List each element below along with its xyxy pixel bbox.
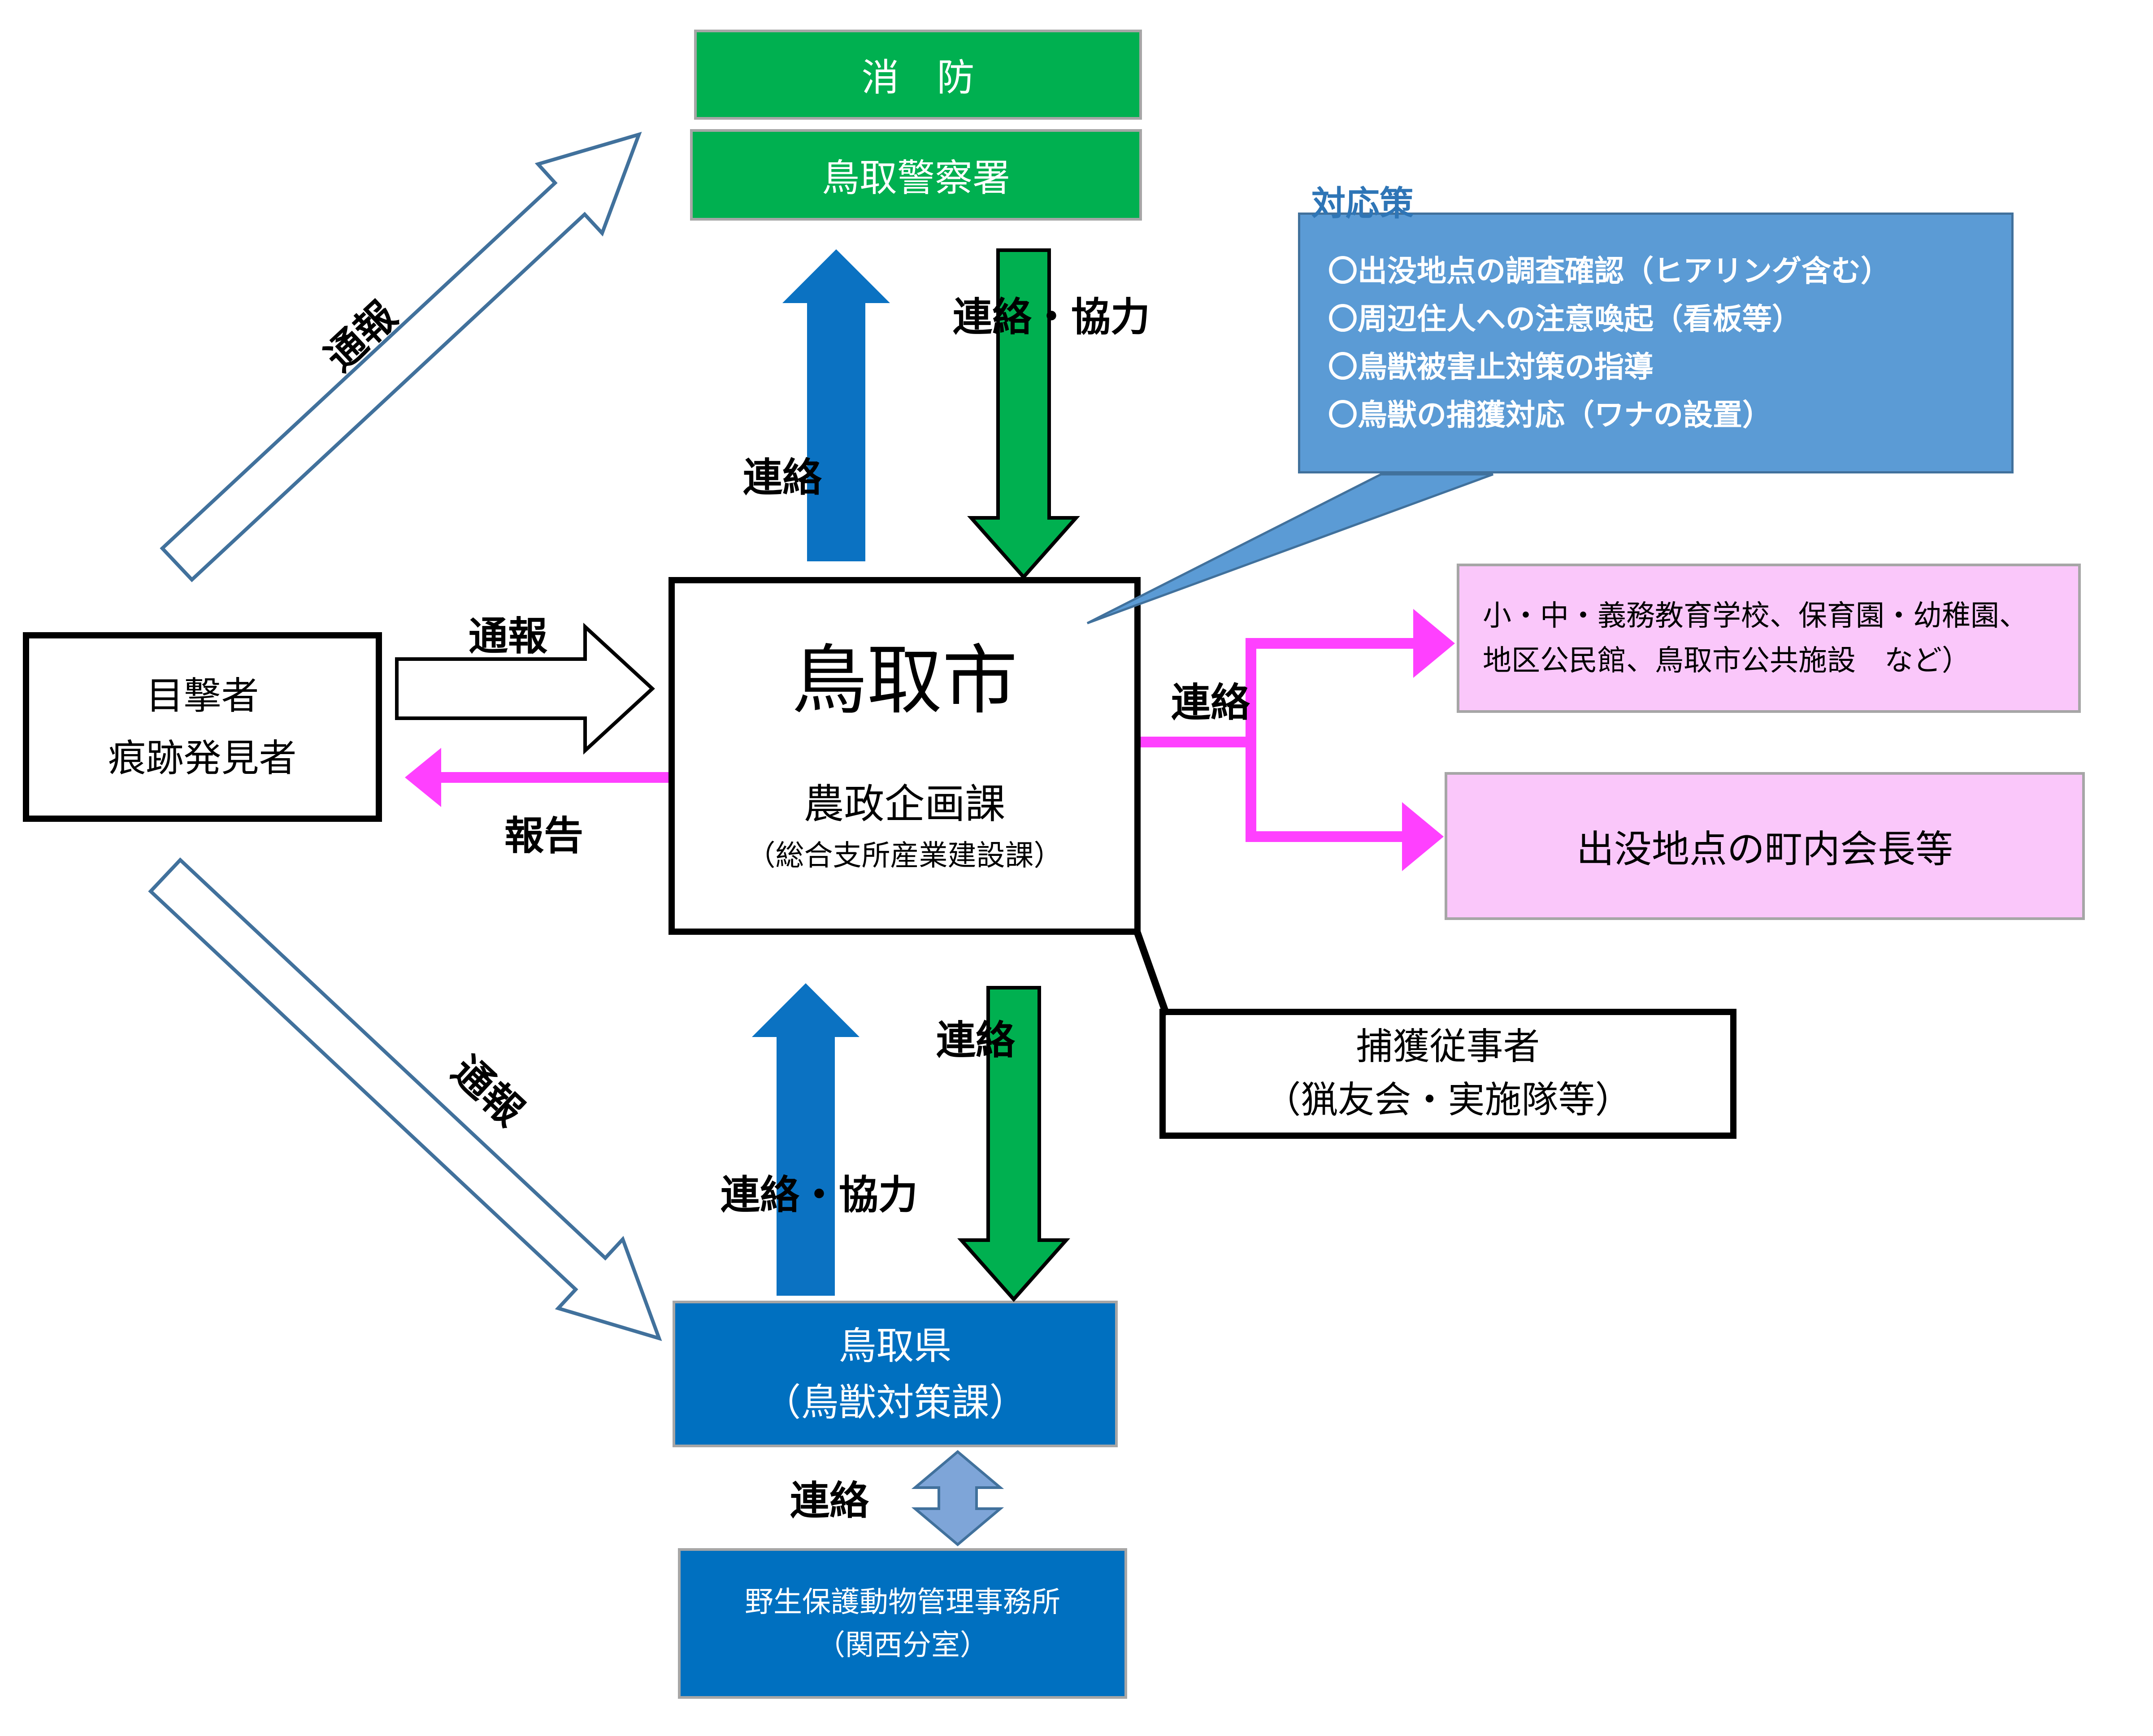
- tottori-city-box: 鳥取市 農政企画課 （総合支所産業建設課）: [668, 577, 1141, 935]
- bubble-tail: [1086, 473, 1493, 625]
- capture-workers-line1: 捕獲従事者: [1356, 1026, 1540, 1068]
- capture-workers-line2: （猟友会・実施隊等）: [1264, 1080, 1632, 1120]
- countermeasure-item-4: 〇鳥獣の捕獲対応（ワナの設置）: [1328, 398, 1772, 431]
- feedback-arrow-head: [405, 748, 441, 807]
- prefecture-line1: 鳥取県: [838, 1324, 952, 1367]
- tottori-city-subdepartment: （総合支所産業建設課）: [747, 839, 1063, 872]
- contact-coop-down-arrow-top: [967, 248, 1080, 580]
- tottori-city-department: 農政企画課: [803, 781, 1006, 827]
- contact-coop-up-arrow-bottom: [752, 983, 859, 1296]
- facilities-line2: 地区公民館、鳥取市公共施設 など）: [1483, 644, 1971, 677]
- witness-line1: 目撃者: [146, 674, 259, 717]
- countermeasure-item-3: 〇鳥獣被害止対策の指導: [1328, 350, 1654, 383]
- fire-department-label: 消 防: [861, 56, 975, 99]
- capture-workers-connector: [1133, 930, 1170, 1016]
- report-label-horizontal: 通報: [468, 614, 548, 659]
- police-station-box: 鳥取警察署: [690, 129, 1142, 221]
- fire-department-box: 消 防: [694, 30, 1142, 120]
- facilities-line1: 小・中・義務教育学校、保育園・幼稚園、: [1483, 599, 2028, 632]
- contact-label-bottom-green: 連絡: [936, 1018, 1016, 1063]
- countermeasure-item-1: 〇出没地点の調査確認（ヒアリング含む）: [1328, 254, 1890, 288]
- report-diagonal-top-arrow: [160, 131, 642, 582]
- witness-line2: 痕跡発見者: [108, 737, 297, 779]
- contact-label-facilities: 連絡: [1171, 680, 1250, 725]
- wildlife-office-line2: （関西分室）: [816, 1629, 989, 1661]
- prefecture-box: 鳥取県 （鳥獣対策課）: [673, 1301, 1118, 1447]
- tottori-city-name: 鳥取市: [791, 638, 1018, 723]
- witness-box: 目撃者 痕跡発見者: [23, 632, 382, 822]
- report-diagonal-bottom-arrow: [148, 857, 662, 1341]
- neighborhood-chairman-box: 出没地点の町内会長等: [1445, 772, 2085, 920]
- report-horizontal-arrow: [395, 622, 655, 755]
- capture-workers-box: 捕獲従事者 （猟友会・実施隊等）: [1159, 1009, 1736, 1139]
- contact-double-arrow: [911, 1450, 1004, 1546]
- countermeasures-title: 対応策: [1311, 185, 1414, 223]
- contact-label-office: 連絡: [790, 1478, 869, 1523]
- wildlife-office-line1: 野生保護動物管理事務所: [745, 1586, 1060, 1618]
- neighborhood-chairman-label: 出没地点の町内会長等: [1576, 828, 1953, 870]
- wildlife-office-box: 野生保護動物管理事務所 （関西分室）: [678, 1548, 1127, 1699]
- contact-up-arrow-top: [782, 249, 890, 561]
- contact-coop-label-top: 連絡・協力: [952, 295, 1150, 339]
- prefecture-line2: （鳥獣対策課）: [763, 1381, 1027, 1424]
- countermeasures-bubble: 〇出没地点の調査確認（ヒアリング含む） 〇周辺住人への注意喚起（看板等） 〇鳥獣…: [1298, 213, 2014, 473]
- feedback-label: 報告: [504, 813, 584, 858]
- contact-down-arrow-bottom: [957, 986, 1070, 1302]
- police-station-label: 鳥取警察署: [821, 156, 1010, 199]
- contact-label-top-blue: 連絡: [742, 455, 822, 500]
- facilities-box: 小・中・義務教育学校、保育園・幼稚園、 地区公民館、鳥取市公共施設 など）: [1457, 564, 2081, 713]
- facilities-connector-bottom-head: [1402, 802, 1444, 871]
- facilities-connector-top-head: [1413, 609, 1455, 678]
- countermeasure-item-2: 〇周辺住人への注意喚起（看板等）: [1328, 302, 1801, 336]
- contact-coop-label-bottom: 連絡・協力: [720, 1172, 918, 1217]
